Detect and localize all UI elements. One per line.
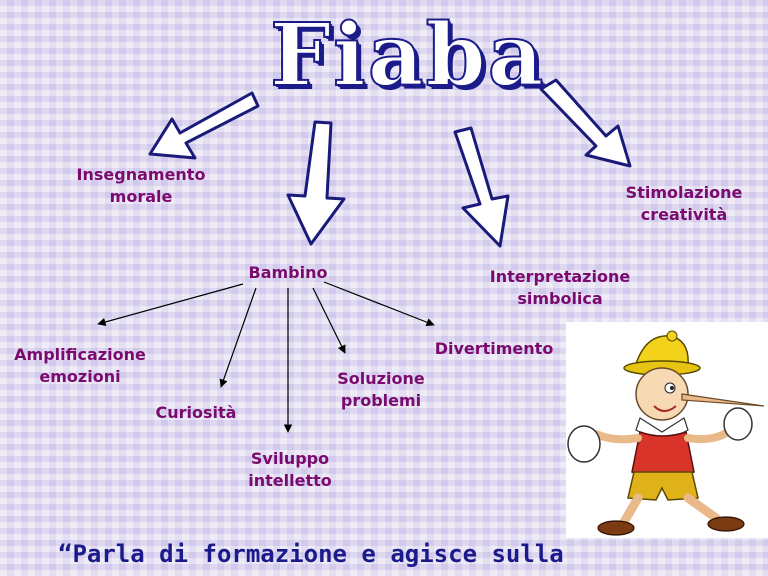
node-intellect: Sviluppo intelletto [248,449,332,490]
arrow-to-child [286,120,346,246]
right-shoe [707,516,745,532]
pupil [670,386,674,390]
arrow-to-creativity [539,78,632,168]
node-symbolic: Interpretazione simbolica [489,267,631,308]
collar [635,417,689,445]
node-curiosity: Curiosità [155,403,237,422]
node-creativity: Stimolazione creatività [625,183,743,224]
face [635,367,689,421]
arrow-to-symbolic [453,126,510,248]
page-title: Fiaba [269,5,546,107]
node-child: Bambino [248,263,328,282]
node-fun: Divertimento [434,339,554,358]
node-problems: Soluzione problemi [337,369,425,410]
right-arm [684,428,732,444]
left-arm [592,430,642,444]
node-moral: Insegnamento morale [76,165,206,206]
mouth [653,405,677,412]
pinocchio-image [566,322,768,538]
left-glove [567,425,601,463]
quote-text: “Parla di formazione e agisce sulla [58,540,564,568]
hat-pompom [666,330,678,342]
left-shoe [597,520,635,536]
arrow-to-fun [323,281,435,327]
right-leg [683,493,721,523]
arrow-to-curiosity [219,287,257,388]
arrow-to-emotions [97,283,244,327]
arrow-to-moral [148,91,260,160]
left-leg [619,493,643,527]
nose [681,393,765,407]
arrow-to-problems [312,287,346,354]
right-glove [723,407,753,441]
node-emotions: Amplificazione emozioni [14,345,146,386]
